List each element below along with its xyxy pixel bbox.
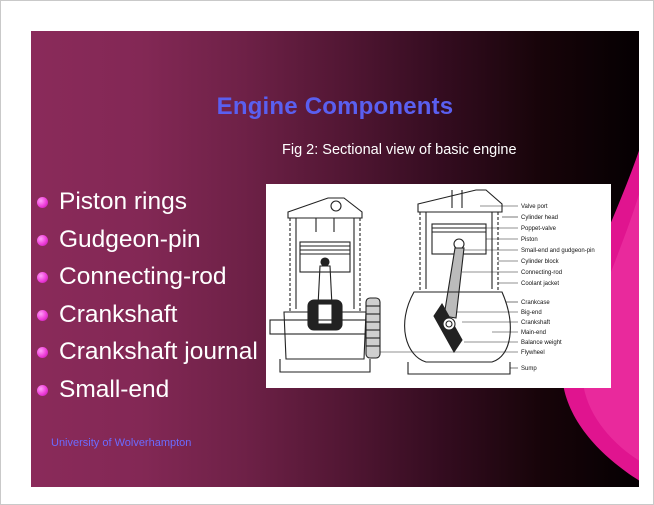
bullet-item: Connecting-rod bbox=[37, 258, 258, 296]
engine-diagram: Valve port Cylinder head Poppet-valve Pi… bbox=[269, 189, 595, 375]
diagram-label: Cylinder head bbox=[521, 215, 558, 221]
diagram-label: Valve port bbox=[521, 204, 548, 210]
bullet-item: Gudgeon-pin bbox=[37, 221, 258, 259]
diagram-label: Piston bbox=[521, 237, 538, 243]
bullet-list: Piston rings Gudgeon-pin Connecting-rod … bbox=[37, 183, 258, 408]
diagram-label: Flywheel bbox=[521, 350, 545, 356]
bullet-dot-icon bbox=[37, 347, 48, 358]
bullet-item: Piston rings bbox=[37, 183, 258, 221]
figure-caption: Fig 2: Sectional view of basic engine bbox=[282, 142, 517, 158]
bullet-item: Crankshaft bbox=[37, 296, 258, 334]
diagram-label: Small-end and gudgeon-pin bbox=[521, 248, 595, 254]
bullet-dot-icon bbox=[37, 309, 48, 321]
slide: Engine Components Fig 2: Sectional view … bbox=[31, 31, 639, 487]
diagram-label: Balance weight bbox=[521, 340, 562, 346]
diagram-label: Cylinder block bbox=[521, 259, 560, 265]
slide-title: Engine Components bbox=[216, 93, 454, 120]
diagram-label: Main-end bbox=[521, 330, 546, 336]
bullet-dot-icon bbox=[37, 197, 48, 208]
diagram-label: Poppet-valve bbox=[521, 226, 557, 232]
footer-text: University of Wolverhampton bbox=[51, 437, 192, 449]
diagram-label: Coolant jacket bbox=[521, 281, 559, 287]
engine-section-figure: Valve port Cylinder head Poppet-valve Pi… bbox=[266, 184, 611, 388]
bullet-item: Crankshaft journal bbox=[37, 333, 258, 371]
bullet-dot-icon bbox=[37, 272, 48, 283]
diagram-label: Connecting-rod bbox=[521, 270, 562, 276]
bullet-dot-icon bbox=[37, 234, 48, 246]
bullet-item: Small-end bbox=[37, 371, 258, 409]
diagram-label: Big-end bbox=[521, 310, 542, 316]
bullet-dot-icon bbox=[37, 384, 48, 396]
diagram-label: Sump bbox=[521, 366, 537, 372]
diagram-label: Crankshaft bbox=[521, 320, 550, 326]
diagram-label: Crankcase bbox=[521, 300, 550, 306]
